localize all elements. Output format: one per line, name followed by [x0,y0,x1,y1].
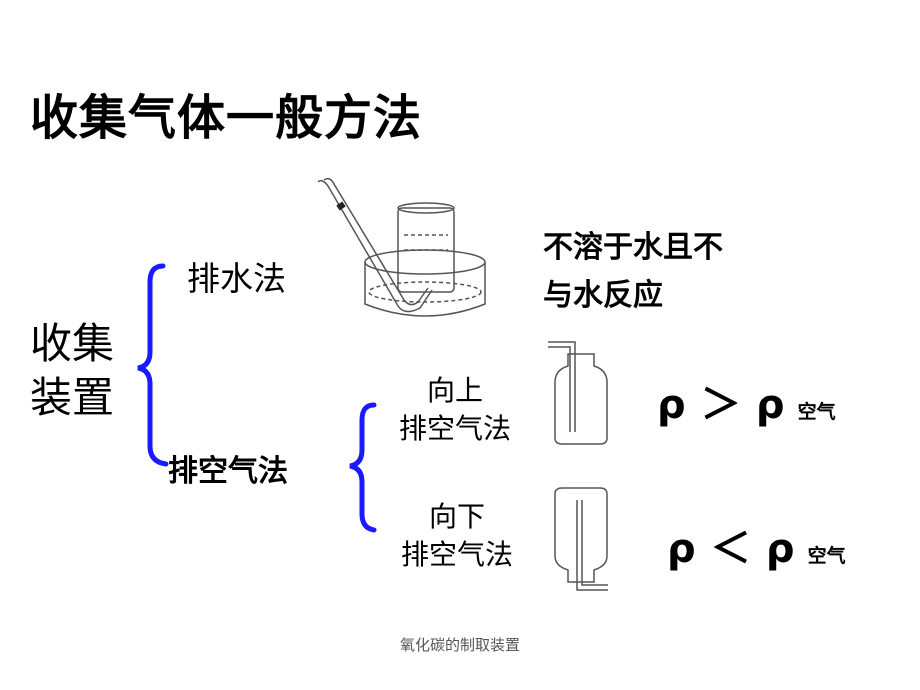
sub-brace [349,402,377,533]
main-brace [137,263,169,467]
greater-than-sign: ＞ [700,382,741,428]
downward-condition: ρ ＜ ρ 空气 [667,516,846,574]
rho-gas: ρ [667,526,696,572]
less-than-sign: ＜ [710,526,751,572]
device-label-line1: 收集 [30,319,115,368]
water-condition-line2: 与水反应 [543,278,663,313]
upward-line1: 向上 [426,374,483,407]
downward-method-label: 向下 排空气法 [382,498,532,574]
slide-footer: 氧化碳的制取装置 [399,636,520,654]
upward-line2: 排空气法 [398,412,511,445]
upward-method-label: 向上 排空气法 [380,372,530,448]
downward-line2: 排空气法 [400,538,513,571]
air-subscript: 空气 [797,401,836,423]
air-subscript: 空气 [807,545,846,567]
water-condition-line1: 不溶于水且不 [543,230,723,265]
water-method-label: 排水法 [187,259,286,298]
air-method-label: 排空气法 [168,454,288,489]
slide-title: 收集气体一般方法 [30,90,423,146]
downward-line1: 向下 [428,500,485,533]
rho-air: ρ [755,382,785,428]
rho-air: ρ [765,526,795,572]
rho-gas: ρ [657,382,686,428]
device-label-line2: 装置 [30,373,115,422]
upward-condition: ρ ＞ ρ 空气 [657,372,836,430]
